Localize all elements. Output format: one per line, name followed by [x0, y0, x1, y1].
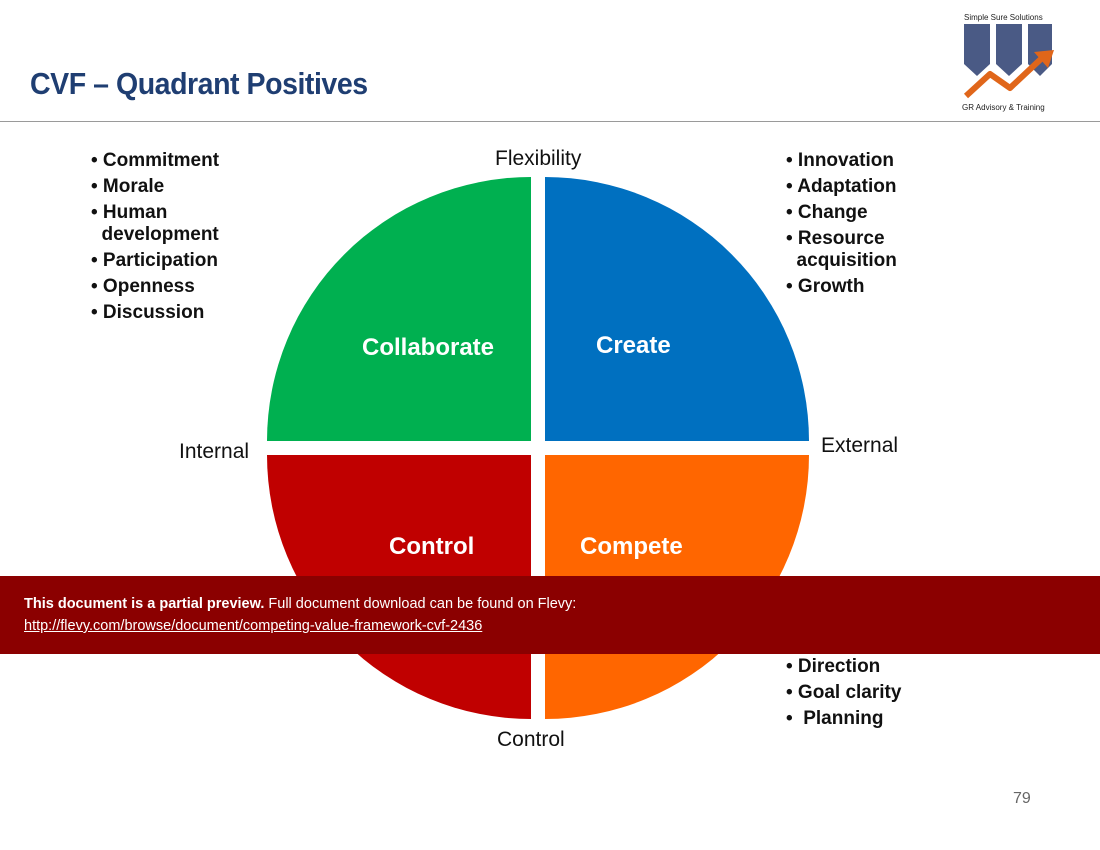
list-item: • Participation — [91, 250, 219, 271]
list-item: • Innovation — [786, 150, 894, 171]
quadrant-collaborate — [267, 177, 531, 441]
banner-text: Full document download can be found on F… — [264, 596, 577, 612]
banner-message: This document is a partial preview. Full… — [24, 596, 576, 612]
quadrant-label-collaborate: Collaborate — [362, 334, 495, 361]
axis-label-external: External — [821, 434, 899, 457]
list-item: • Discussion — [91, 302, 205, 323]
list-item: • Commitment — [91, 150, 220, 171]
list-item: • Morale — [91, 176, 165, 197]
quadrant-create — [545, 177, 809, 441]
preview-banner: This document is a partial preview. Full… — [0, 576, 1100, 654]
axis-label-control: Control — [497, 728, 565, 751]
bullets-collaborate: • Commitment • Morale • Human developmen… — [91, 150, 219, 328]
quadrant-label-control: Control — [389, 533, 475, 560]
list-item: • Change — [786, 202, 868, 223]
bullets-compete: • Direction • Goal clarity • Planning — [786, 656, 901, 734]
list-item: • Adaptation — [786, 176, 897, 197]
page-number: 79 — [1013, 790, 1031, 807]
list-item: • Planning — [786, 708, 884, 729]
list-item: • Direction — [786, 656, 881, 677]
company-logo — [963, 24, 1054, 99]
page-title: CVF – Quadrant Positives — [30, 66, 368, 101]
axis-label-internal: Internal — [179, 440, 250, 463]
banner-download-link[interactable]: http://flevy.com/browse/document/competi… — [24, 618, 483, 634]
list-item: • Growth — [786, 276, 865, 297]
list-item: • Resource acquisition — [786, 228, 897, 271]
title-divider — [0, 121, 1100, 122]
banner-bold-text: This document is a partial preview. — [24, 596, 265, 612]
logo-company-name: Simple Sure Solutions — [964, 13, 1043, 22]
bullets-create: • Innovation • Adaptation • Change • Res… — [786, 150, 897, 302]
axis-label-flexibility: Flexibility — [495, 147, 582, 170]
list-item: • Goal clarity — [786, 682, 902, 703]
quadrant-label-compete: Compete — [580, 533, 683, 560]
list-item: • Openness — [91, 276, 195, 297]
quadrant-label-create: Create — [596, 332, 671, 359]
logo-tagline: GR Advisory & Training — [962, 103, 1045, 112]
list-item: • Human development — [91, 202, 219, 245]
